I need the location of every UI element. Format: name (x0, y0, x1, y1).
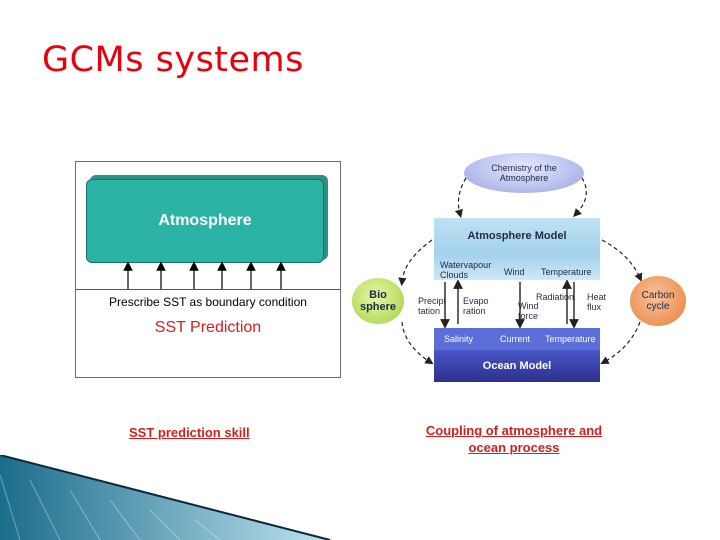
sst-diagram-frame (75, 161, 341, 378)
biosphere-node: Bio sphere (352, 278, 404, 324)
chem-to-atm-arrow-left (454, 177, 467, 219)
chem-to-atm-arrow-right (573, 177, 587, 218)
wind-force-label: Wind force (518, 301, 539, 321)
ocean-model-box: Ocean Model (434, 350, 600, 382)
salinity-label: Salinity (444, 334, 474, 344)
carbon-lower-arrow (600, 321, 641, 364)
corner-decoration (0, 455, 331, 540)
precipitation-label: Precipi tation (418, 296, 446, 316)
radiation-label: Radiation (536, 292, 575, 302)
chemistry-of-atmosphere-node: Chemistry of the Atmosphere (464, 153, 584, 193)
slide-title: GCMs systems (42, 40, 304, 80)
watervapour-clouds-label: Watervapour Clouds (440, 260, 492, 280)
sst-prediction-label: SST Prediction (154, 319, 262, 336)
bio-lower-arrow (401, 321, 434, 365)
wind-label: Wind (504, 267, 525, 277)
current-label: Current (500, 334, 531, 344)
temperature-label: Temperature (541, 267, 592, 277)
atmosphere-box: Atmosphere (86, 179, 324, 263)
boundary-line (76, 289, 340, 290)
ocean-model-variables (434, 328, 600, 350)
atmosphere-model-variables (434, 254, 600, 280)
carbon-cycle-node: Carbon cycle (630, 276, 686, 326)
carbon-upper-arrow (601, 239, 643, 282)
ocean-temperature-label: Temperature (545, 334, 596, 344)
heat-flux-label: Heat flux (587, 292, 607, 312)
sst-prediction-skill-caption: SST prediction skill (129, 425, 250, 440)
bio-upper-arrow (398, 239, 433, 287)
atmosphere-model-box: Atmosphere Model (434, 218, 600, 254)
prescribe-sst-label: Prescribe SST as boundary condition (109, 295, 307, 309)
coupling-caption: Coupling of atmosphere and ocean process (425, 423, 603, 455)
evaporation-label: Evapo ration (463, 296, 489, 316)
